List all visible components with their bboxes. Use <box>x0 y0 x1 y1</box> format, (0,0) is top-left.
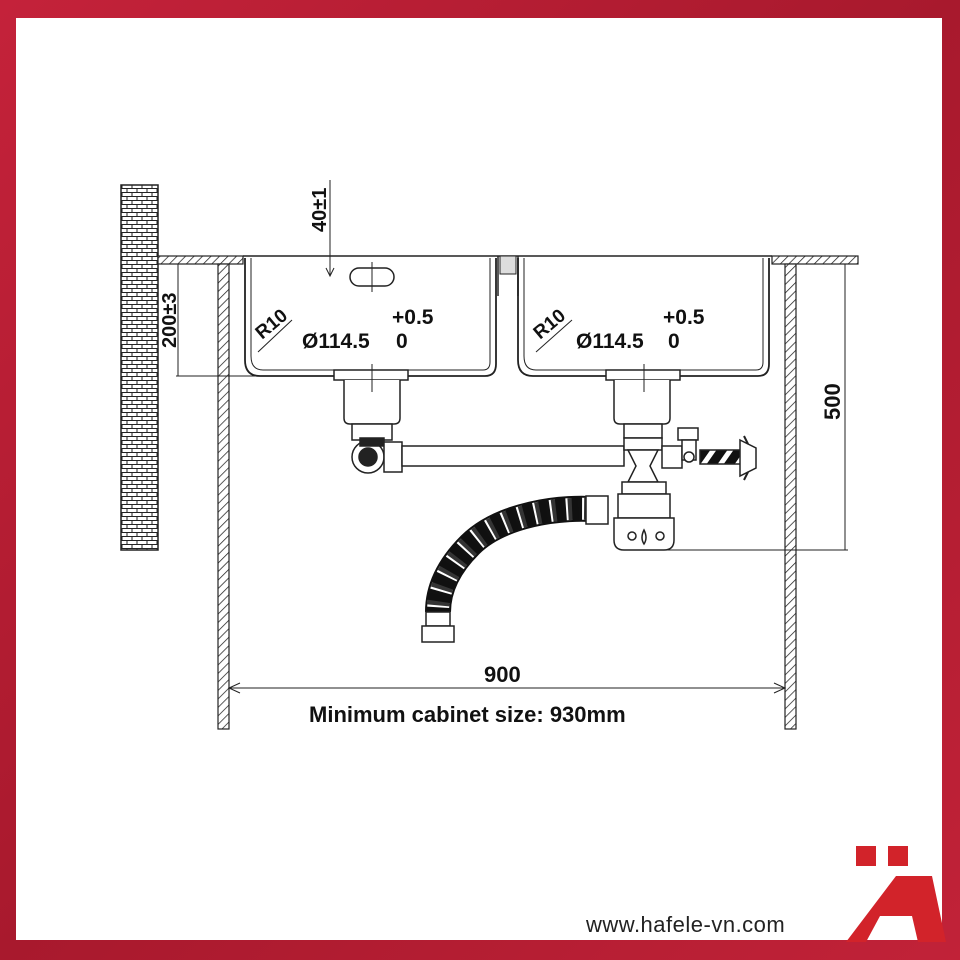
left-strainer <box>333 364 409 441</box>
zero-label-left: 0 <box>396 330 408 353</box>
right-trap-assembly <box>613 437 675 551</box>
tolerance-label-left: +0.5 <box>392 306 434 329</box>
depth-dimension-label: 40±1 <box>309 188 331 232</box>
height-dimension-label: 200±3 <box>159 293 181 348</box>
countertop-left <box>157 255 244 265</box>
radius-label-right: R10 <box>530 305 570 343</box>
zero-label-right: 0 <box>668 330 680 353</box>
left-elbow <box>351 437 403 474</box>
tolerance-label-right: +0.5 <box>663 306 705 329</box>
hafele-logo <box>846 846 946 942</box>
width-dimension-label: 900 <box>484 662 521 687</box>
cabinet-left-wall <box>217 263 230 730</box>
cabinet-height-label: 500 <box>820 383 845 420</box>
radius-label-left: R10 <box>252 305 292 343</box>
diameter-label-right: Ø114.5 <box>576 330 644 353</box>
side-valve <box>661 427 757 481</box>
diameter-label-left: Ø114.5 <box>302 330 370 353</box>
cabinet-right-wall <box>784 263 797 730</box>
website-url: www.hafele-vn.com <box>586 912 786 937</box>
countertop-right <box>771 255 859 265</box>
drain-hose <box>421 495 609 643</box>
right-strainer <box>605 364 681 439</box>
cabinet-size-caption: Minimum cabinet size: 930mm <box>309 702 626 727</box>
brick-wall <box>120 184 159 551</box>
connecting-pipe <box>401 445 625 467</box>
